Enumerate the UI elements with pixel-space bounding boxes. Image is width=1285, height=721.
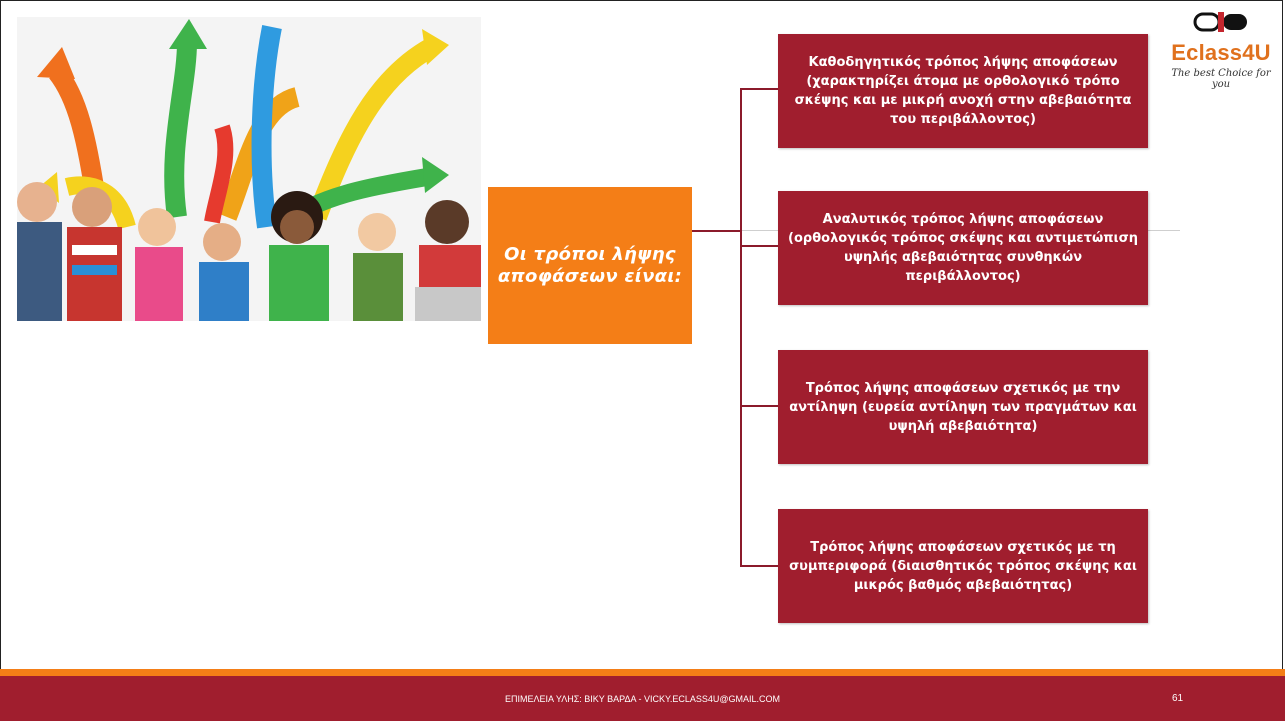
decision-style-text-2: Αναλυτικός τρόπος λήψης αποφάσεων (ορθολ… <box>788 212 1138 284</box>
connector-4 <box>740 565 778 567</box>
footer-accent-bar <box>0 669 1285 676</box>
footer-credit: ΕΠΙΜΕΛΕΙΑ ΥΛΗΣ: ΒΙΚΥ ΒΑΡΔΑ - VICKY.ECLAS… <box>505 694 780 704</box>
connector-vertical <box>740 88 742 566</box>
connector-2 <box>740 245 778 247</box>
connector-1 <box>740 88 778 90</box>
decision-style-text-1: Καθοδηγητικός τρόπος λήψης αποφάσεων (χα… <box>794 55 1132 127</box>
page-number: 61 <box>1172 693 1184 704</box>
decision-style-box-4: Τρόπος λήψης αποφάσεων σχετικός με τη συ… <box>778 509 1148 623</box>
title-box: Οι τρόποι λήψης αποφάσεων είναι: <box>488 187 692 344</box>
connector-main <box>692 230 741 232</box>
eclass4u-logo: Eclass4U The best Choice for you <box>1164 10 1278 120</box>
decision-style-box-1: Καθοδηγητικός τρόπος λήψης αποφάσεων (χα… <box>778 34 1148 148</box>
decision-style-text-4: Τρόπος λήψης αποφάσεων σχετικός με τη συ… <box>789 539 1137 593</box>
footer-bar: ΕΠΙΜΕΛΕΙΑ ΥΛΗΣ: ΒΙΚΥ ΒΑΡΔΑ - VICKY.ECLAS… <box>0 676 1285 721</box>
decision-style-box-3: Τρόπος λήψης αποφάσεων σχετικός με την α… <box>778 350 1148 464</box>
decision-style-text-3: Τρόπος λήψης αποφάσεων σχετικός με την α… <box>789 380 1137 434</box>
slide-title: Οι τρόποι λήψης αποφάσεων είναι: <box>497 243 683 287</box>
logo-name: Eclass4U <box>1171 40 1271 65</box>
book-icon <box>1193 12 1247 32</box>
logo-tagline: The best Choice for you <box>1171 68 1271 90</box>
decision-style-box-2: Αναλυτικός τρόπος λήψης αποφάσεων (ορθολ… <box>778 191 1148 305</box>
connector-3 <box>740 405 778 407</box>
people-arrows-photo <box>17 17 481 321</box>
